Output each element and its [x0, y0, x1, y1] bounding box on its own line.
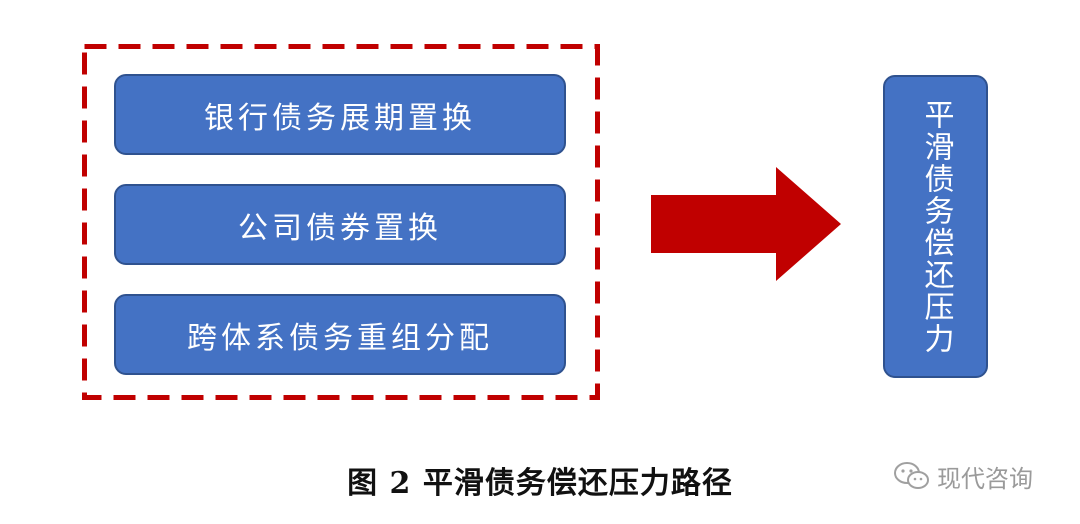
box-label: 银行债务展期置换 [204, 100, 476, 136]
watermark: 现代咨询 [893, 458, 1033, 494]
result-label: 平滑债务偿还压力 [918, 98, 954, 355]
bank-debt-rollover-box: 银行债务展期置换 [114, 74, 566, 155]
dashed-group-frame [82, 44, 600, 400]
figure-caption: 图 2 平滑债务偿还压力路径 [347, 466, 733, 501]
result-box: 平滑债务偿还压力 [883, 75, 988, 378]
box-label: 跨体系债务重组分配 [187, 320, 493, 356]
right-arrow-icon [651, 167, 841, 281]
watermark-text: 现代咨询 [937, 464, 1033, 493]
corporate-bond-replacement-box: 公司债券置换 [114, 184, 566, 265]
wechat-icon [894, 462, 929, 489]
box-label: 公司债券置换 [238, 210, 442, 246]
cross-system-restructuring-box: 跨体系债务重组分配 [114, 294, 566, 375]
